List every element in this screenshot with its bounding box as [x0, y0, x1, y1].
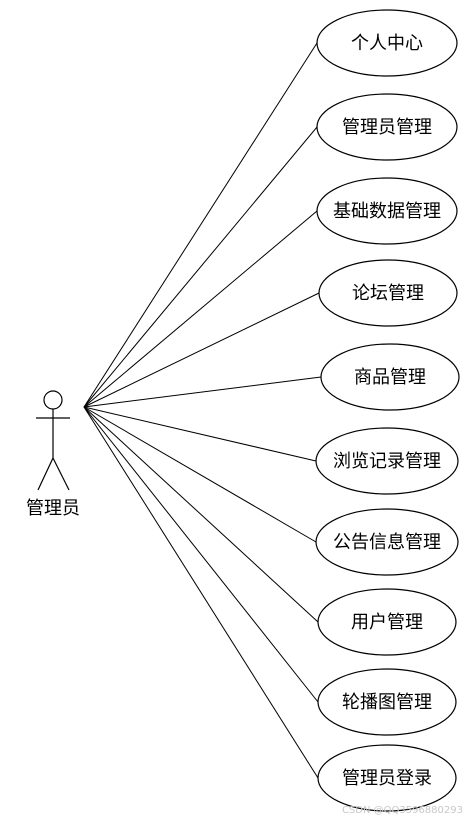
use-case: 基础数据管理	[316, 177, 458, 245]
actor-left-leg	[37, 457, 54, 491]
use-case-label: 管理员登录	[342, 768, 432, 789]
association-lines	[83, 42, 322, 779]
use-case-label: 轮播图管理	[342, 692, 432, 713]
use-case-ellipse	[317, 588, 457, 656]
use-case: 用户管理	[317, 588, 457, 656]
use-case-label: 论坛管理	[352, 283, 424, 304]
association-line	[83, 406, 319, 623]
association-line	[83, 406, 317, 543]
actor-right-leg	[52, 457, 70, 491]
use-case-ellipse	[315, 508, 459, 576]
use-case-label: 管理员管理	[342, 117, 432, 138]
association-line	[83, 406, 319, 779]
use-case-ellipse	[317, 744, 457, 812]
use-case-ellipse	[316, 9, 458, 77]
use-case: 个人中心	[316, 9, 458, 77]
use-case-label: 浏览记录管理	[333, 451, 441, 472]
use-case-label: 个人中心	[351, 33, 423, 54]
use-case: 管理员管理	[316, 93, 458, 161]
association-line	[83, 292, 320, 408]
use-case-label: 用户管理	[351, 612, 423, 633]
use-case: 商品管理	[320, 343, 460, 411]
use-case-label: 公告信息管理	[333, 532, 441, 553]
use-case-ellipse	[315, 427, 459, 495]
actor-label: 管理员	[26, 498, 80, 519]
use-case-ellipse	[316, 93, 458, 161]
use-case: 管理员登录	[317, 744, 457, 812]
use-case: 公告信息管理	[315, 508, 459, 576]
use-case: 轮播图管理	[317, 668, 457, 736]
association-line	[83, 42, 318, 408]
association-line	[83, 406, 317, 462]
use-case-ellipse	[320, 343, 460, 411]
use-case-list: 个人中心管理员管理基础数据管理论坛管理商品管理浏览记录管理公告信息管理用户管理轮…	[315, 9, 460, 812]
use-case-ellipse	[318, 259, 458, 327]
use-case-label: 商品管理	[354, 367, 426, 388]
watermark: CSDN @QQ3596880293	[342, 805, 463, 816]
use-case: 浏览记录管理	[315, 427, 459, 495]
use-case-ellipse	[316, 177, 458, 245]
association-line	[83, 126, 318, 408]
actor-head	[43, 390, 63, 410]
association-line	[83, 376, 322, 408]
association-line	[83, 406, 319, 703]
use-case-ellipse	[317, 668, 457, 736]
use-case-label: 基础数据管理	[333, 201, 441, 222]
actor-figure	[36, 390, 70, 491]
association-line	[83, 210, 318, 408]
use-case: 论坛管理	[318, 259, 458, 327]
